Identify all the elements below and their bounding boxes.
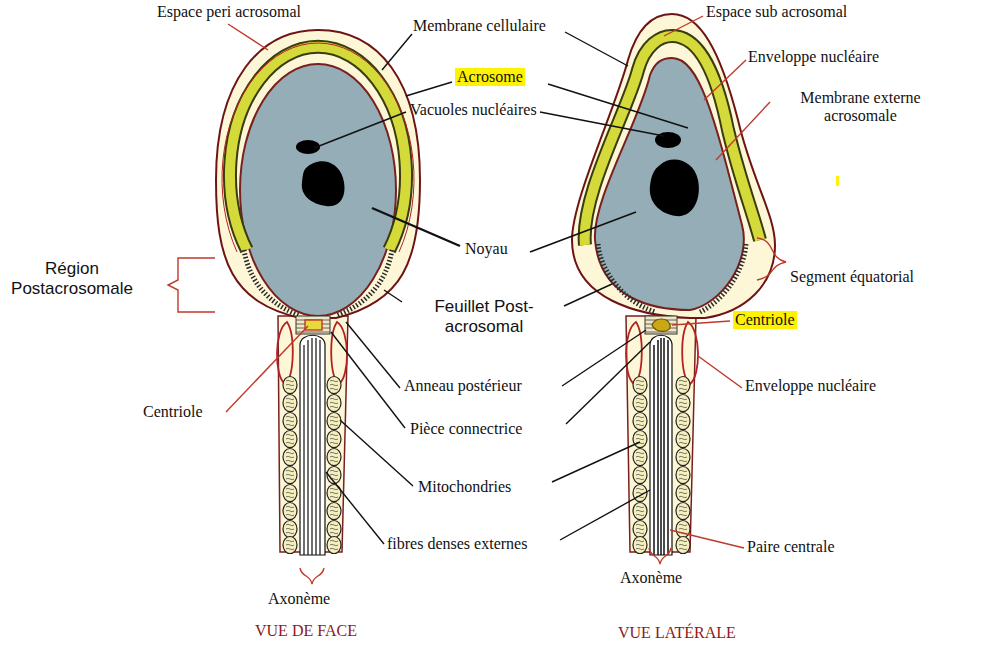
part-label: Membrane externe acrosomale: [773, 89, 948, 126]
part-label: VUE DE FACE: [255, 622, 357, 640]
part-label: Noyau: [465, 240, 508, 258]
part-label: Espace peri acrosomal: [157, 3, 301, 21]
part-label: Anneau postérieur: [404, 377, 522, 395]
part-label: Axonème: [268, 590, 330, 608]
part-label: Feuillet Post-acrosomal: [404, 297, 564, 336]
part-label: Enveloppe nucléaire: [748, 48, 879, 66]
part-label: Mitochondries: [418, 478, 511, 496]
part-label: Espace sub acrosomal: [706, 3, 847, 21]
part-label: fibres denses externes: [387, 535, 527, 553]
part-label: Vacuoles nucléaires: [410, 101, 537, 119]
part-label: Région Postacrosomale: [6, 259, 138, 298]
lateral-view: [572, 14, 775, 555]
part-label: Axonème: [620, 569, 682, 587]
highlight-mark: [836, 176, 839, 186]
part-label: Segment équatorial: [790, 268, 914, 286]
part-label: Centriole: [733, 311, 797, 329]
part-label: Membrane cellulaire: [413, 17, 546, 35]
part-label: Acrosome: [455, 68, 525, 86]
leader-lines: [168, 16, 786, 584]
part-label: Pièce connectrice: [410, 420, 522, 438]
front-view: [216, 30, 420, 555]
part-label: Paire centrale: [747, 538, 835, 556]
part-label: VUE LATÉRALE: [618, 624, 736, 642]
part-label: Enveloppe nucléaire: [745, 377, 876, 395]
part-label: Centriole: [143, 403, 203, 421]
